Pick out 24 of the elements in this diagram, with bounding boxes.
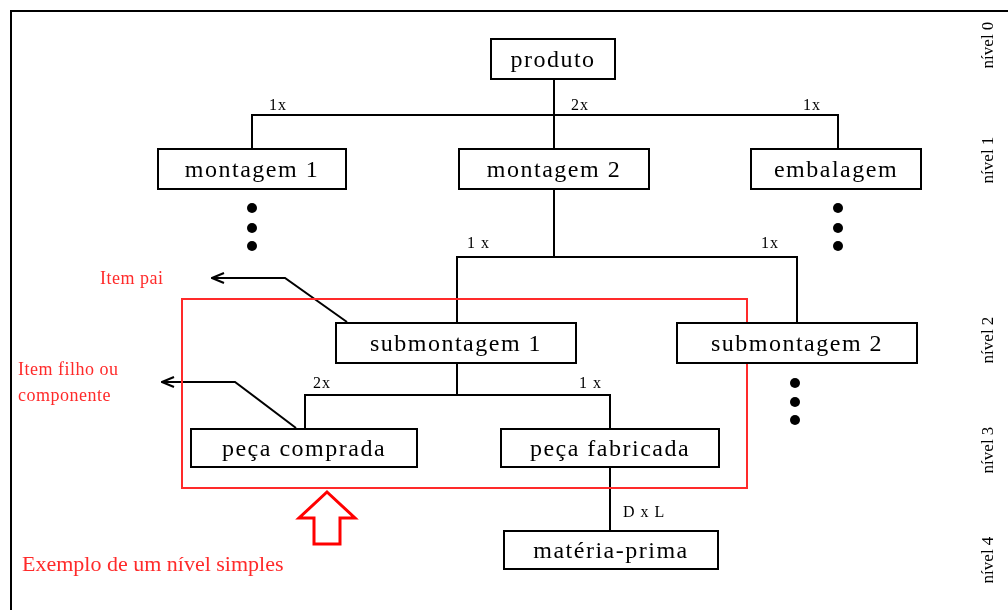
item-box: submontagem 1 bbox=[335, 322, 577, 364]
level-label: nível 3 bbox=[978, 425, 998, 476]
item-box: produto bbox=[490, 38, 616, 80]
connector-line bbox=[553, 79, 839, 149]
item-box: montagem 2 bbox=[458, 148, 650, 190]
item-box: embalagem bbox=[750, 148, 922, 190]
item-box: peça comprada bbox=[190, 428, 418, 468]
hollow-arrow bbox=[295, 489, 359, 546]
level-label: nível 4 bbox=[978, 535, 998, 586]
level-label: nível 0 bbox=[978, 20, 998, 71]
item-box: submontagem 2 bbox=[676, 322, 918, 364]
leader-arrow bbox=[161, 376, 297, 429]
annotation-text: Item pai bbox=[100, 265, 210, 291]
annotation-text: Exemplo de um nível simples bbox=[22, 548, 370, 578]
item-box: matéria-prima bbox=[503, 530, 719, 570]
annotation-text: Item filho ou componente bbox=[18, 356, 160, 408]
connector-line bbox=[456, 363, 611, 429]
leader-arrow bbox=[211, 272, 348, 323]
item-box: peça fabricada bbox=[500, 428, 720, 468]
connector-line bbox=[609, 467, 611, 531]
item-box: montagem 1 bbox=[157, 148, 347, 190]
level-label: nível 2 bbox=[978, 315, 998, 366]
connector-line bbox=[553, 189, 798, 323]
level-label: nível 1 bbox=[978, 135, 998, 186]
